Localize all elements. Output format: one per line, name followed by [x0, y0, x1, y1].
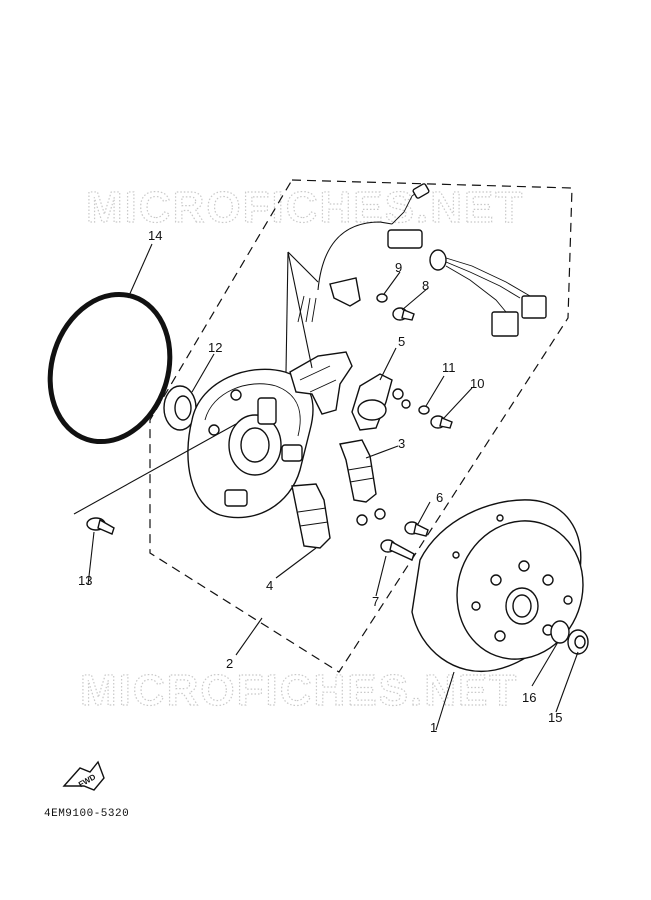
diagram-code: 4EM9100-5320	[44, 808, 130, 820]
screw-part-10	[430, 415, 453, 429]
callout-6: 6	[436, 490, 443, 505]
callout-11: 11	[442, 360, 456, 375]
callout-1: 1	[430, 720, 437, 735]
leader-lines	[73, 243, 579, 731]
callout-3: 3	[398, 436, 405, 451]
screw-part-7	[380, 539, 415, 561]
callout-13: 13	[78, 573, 92, 588]
callout-15: 15	[548, 710, 562, 725]
nut-part-15	[567, 629, 589, 655]
screw-part-6	[404, 521, 429, 537]
washer-part-9	[376, 293, 388, 303]
callout-8: 8	[422, 278, 429, 293]
callout-16: 16	[522, 690, 536, 705]
oil-seal-part	[163, 385, 197, 431]
fwd-arrow-icon: FWD	[62, 760, 105, 791]
callout-5: 5	[398, 334, 405, 349]
screw-part-8	[392, 307, 415, 321]
callout-4: 4	[266, 578, 273, 593]
callout-2: 2	[226, 656, 233, 671]
wire-harness-part	[297, 183, 547, 337]
watermark-top: MICROFICHES.NET	[86, 183, 524, 232]
coil-part-4	[291, 483, 386, 549]
callout-14: 14	[148, 228, 162, 243]
callout-9: 9	[395, 260, 402, 275]
coil-bracket-part	[289, 351, 353, 415]
pickup-coil-part	[351, 373, 411, 431]
washer-part-11	[418, 405, 430, 415]
stator-plate-part	[187, 368, 314, 519]
callout-12: 12	[208, 340, 222, 355]
coil-part-3	[339, 439, 377, 503]
assembly-boundary	[149, 179, 573, 673]
washer-part-16	[550, 620, 570, 644]
o-ring-part	[47, 291, 173, 445]
watermark-bottom: MICROFICHES.NET	[80, 666, 518, 715]
rotor-part	[411, 499, 584, 672]
callout-7: 7	[372, 594, 379, 609]
callout-10: 10	[470, 376, 484, 391]
screw-part-13	[86, 517, 115, 535]
